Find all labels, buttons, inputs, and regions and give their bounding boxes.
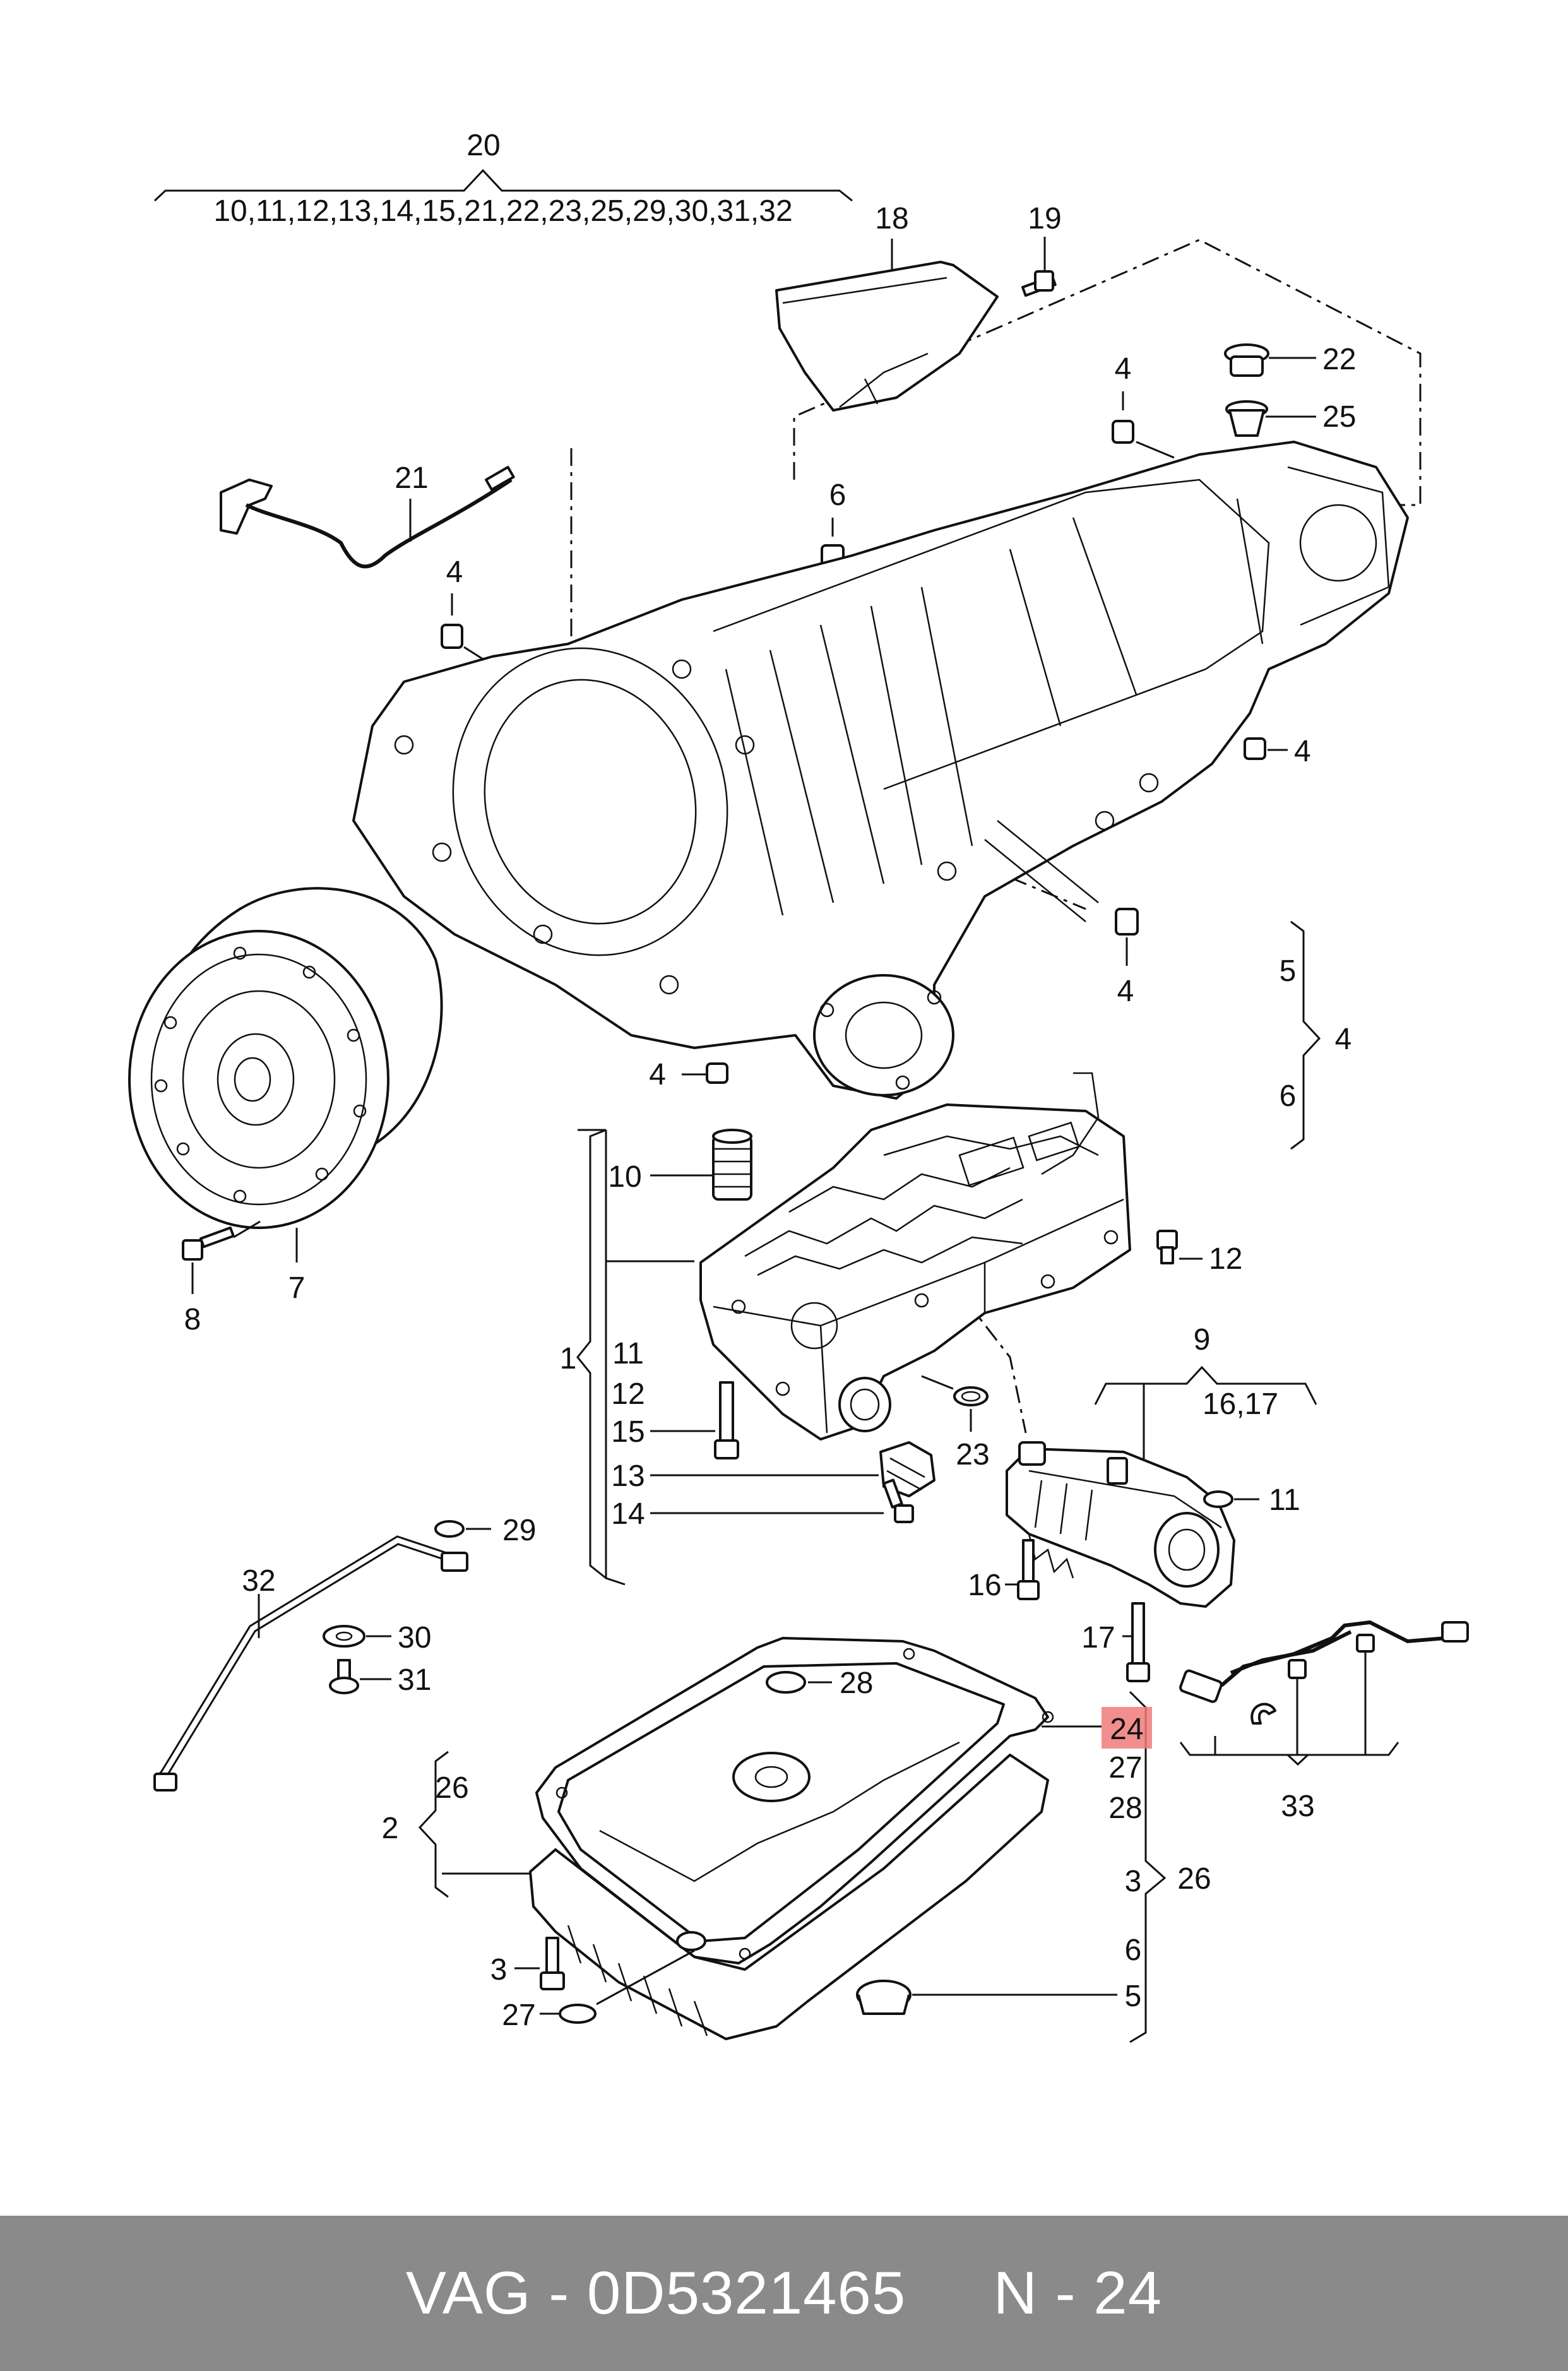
label-4-lower: 4	[1117, 975, 1134, 1008]
label-4-right-group: 4	[1335, 1023, 1352, 1056]
bolt-part-16	[1005, 1539, 1040, 1600]
exploded-parts-diagram: 20 10,11,12,13,14,15,21,22,23,25,29,30,3…	[128, 129, 1469, 2043]
callout-labels: 20 10,11,12,13,14,15,21,22,23,25,29,30,3…	[184, 129, 1357, 2032]
plug-part-25	[1225, 400, 1316, 437]
cap-part-22	[1224, 343, 1316, 377]
label-14: 14	[611, 1497, 644, 1531]
label-18: 18	[875, 202, 908, 235]
label-28-right: 28	[1108, 1792, 1142, 1825]
torque-converter-part-7	[128, 887, 443, 1263]
part-number-footer: VAG - 0D5321465 N - 24	[0, 2216, 1568, 2371]
label-20: 20	[466, 129, 500, 162]
label-6-right: 6	[1280, 1079, 1297, 1113]
drain-plug-part-5	[856, 1980, 1117, 2015]
group-20-brace	[153, 169, 853, 202]
label-23: 23	[956, 1438, 989, 1471]
label-32: 32	[242, 1564, 275, 1598]
label-6-top: 6	[829, 478, 846, 512]
label-1: 1	[560, 1342, 577, 1376]
plug-part-4-left	[441, 593, 499, 670]
group-9-brace	[1094, 1365, 1317, 1465]
washer-part-30	[323, 1625, 391, 1648]
label-15: 15	[611, 1415, 644, 1449]
pipe-part-32	[153, 1535, 468, 1792]
bolt-part-14	[650, 1478, 914, 1523]
label-27-left: 27	[502, 1999, 535, 2032]
label-12-right: 12	[1209, 1242, 1242, 1276]
plug-part-4-bottom	[682, 1062, 728, 1084]
label-30: 30	[398, 1621, 431, 1655]
spring-part-10	[650, 1129, 752, 1201]
plug-part-4-right	[1244, 737, 1288, 760]
label-4-top: 4	[1115, 352, 1132, 386]
label-25: 25	[1322, 400, 1356, 434]
label-20-list: 10,11,12,13,14,15,21,22,23,25,29,30,31,3…	[213, 194, 792, 228]
label-33: 33	[1281, 1790, 1314, 1823]
washer-part-29	[434, 1520, 491, 1538]
label-4-right: 4	[1294, 735, 1311, 768]
label-12-left: 12	[611, 1377, 644, 1411]
seal-part-28	[766, 1671, 806, 1694]
group-2-brace	[418, 1750, 449, 1898]
bolt-part-3-left	[514, 1937, 565, 1990]
label-31: 31	[398, 1663, 431, 1697]
bolt-part-31	[329, 1659, 391, 1694]
bolt-part-19	[1021, 237, 1057, 297]
transmission-housing	[352, 441, 1409, 1100]
label-3-left: 3	[490, 1953, 508, 1987]
footer-position: N - 24	[993, 2259, 1163, 2327]
label-7: 7	[288, 1271, 306, 1305]
actuator-part-9	[1006, 1441, 1235, 1608]
label-11-right: 11	[1269, 1483, 1300, 1517]
label-5-right: 5	[1280, 954, 1297, 988]
label-9: 9	[1194, 1323, 1211, 1357]
group-1-brace	[576, 1129, 694, 1586]
plug-part-4-top	[1112, 391, 1175, 459]
label-6-bottom: 6	[1125, 1934, 1142, 1967]
label-16: 16	[968, 1569, 1001, 1602]
footer-part-number: 0D5321465	[586, 2259, 906, 2327]
label-2: 2	[382, 1812, 399, 1845]
label-21: 21	[395, 461, 428, 495]
footer-brand: VAG	[405, 2259, 532, 2327]
label-3-right: 3	[1125, 1865, 1142, 1898]
bolt-part-15	[650, 1381, 739, 1459]
oil-pan-housing-part-2	[442, 1754, 1049, 2040]
label-22: 22	[1322, 343, 1356, 376]
bolt-part-17	[1122, 1602, 1150, 1682]
label-24-highlighted: 24	[1110, 1713, 1143, 1746]
wire-harness-part-21	[220, 466, 515, 569]
oring-part-11	[1203, 1490, 1259, 1508]
highlight-box-24	[1102, 1707, 1152, 1749]
label-4-bottom: 4	[649, 1058, 666, 1091]
label-16-17: 16,17	[1203, 1388, 1278, 1421]
label-5-bottom: 5	[1125, 1980, 1142, 2013]
label-27-right: 27	[1108, 1751, 1142, 1785]
oring-part-23	[921, 1375, 989, 1432]
label-13: 13	[611, 1459, 644, 1493]
label-11-left: 11	[612, 1337, 644, 1370]
label-28: 28	[840, 1667, 873, 1700]
plug-part-4-lower	[1115, 908, 1139, 966]
label-4-left: 4	[446, 556, 463, 589]
right-brace-upper	[1290, 920, 1321, 1150]
valve-body-assembly	[699, 1072, 1131, 1441]
footer-separator: -	[531, 2259, 587, 2327]
footer-gap	[906, 2259, 993, 2328]
label-17: 17	[1081, 1621, 1115, 1655]
label-10: 10	[608, 1160, 641, 1194]
seal-part-27-left	[540, 1949, 695, 2024]
label-29: 29	[502, 1514, 536, 1547]
label-26-left: 26	[435, 1771, 468, 1805]
label-26-right: 26	[1177, 1862, 1211, 1896]
label-19: 19	[1028, 202, 1061, 235]
label-8: 8	[184, 1303, 201, 1336]
bolt-part-8	[182, 1220, 261, 1294]
bolt-part-12	[1156, 1230, 1203, 1264]
cover-part-18	[775, 239, 999, 412]
sensor-harness-part-33	[1179, 1620, 1469, 1766]
